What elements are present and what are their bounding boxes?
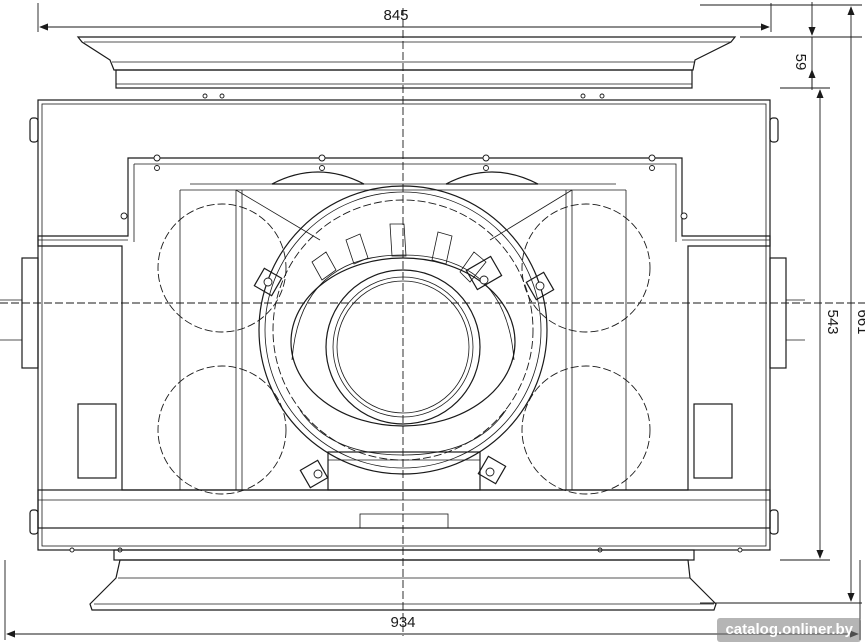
dimension-label-661: 661 (854, 309, 865, 334)
bolts (69, 154, 743, 553)
bottom-flange (89, 549, 717, 611)
dimension-height-total: 661 (700, 4, 865, 604)
dimension-label-934: 934 (390, 614, 415, 631)
watermark: catalog.onliner.by (717, 618, 861, 642)
dimension-label-59: 59 (792, 54, 809, 71)
dimension-top-width: 845 (37, 3, 772, 32)
main-body (0, 99, 805, 551)
top-flange (76, 36, 737, 99)
mount-brackets (253, 255, 555, 489)
center-lines (0, 8, 865, 636)
central-door-assembly (253, 185, 555, 491)
dimension-height-top: 59 (740, 2, 862, 90)
dimension-height-body: 543 (780, 87, 841, 561)
dimension-label-543: 543 (824, 309, 841, 334)
side-circles (157, 203, 651, 495)
dimension-bottom-width: 934 (4, 560, 861, 640)
dimension-label-845: 845 (383, 7, 408, 24)
